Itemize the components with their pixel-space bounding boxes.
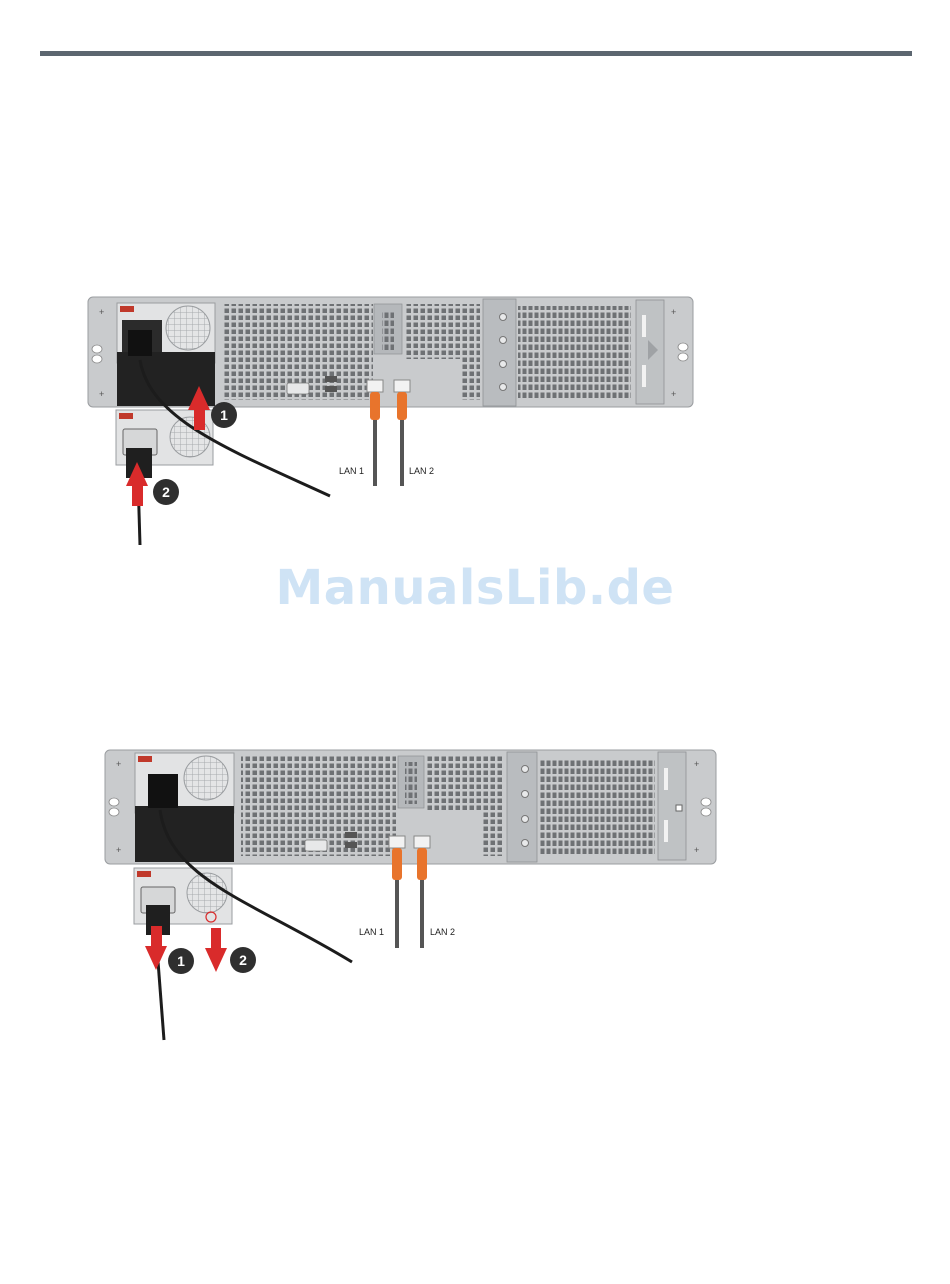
arrow-down-2	[205, 928, 227, 972]
svg-text:+: +	[694, 845, 699, 855]
svg-text:+: +	[116, 759, 121, 769]
power-supply-lower-b	[134, 868, 232, 935]
svg-text:+: +	[116, 845, 121, 855]
lan-label-b1: LAN 1	[359, 927, 384, 937]
power-supply-upper-b	[135, 753, 234, 862]
step-number-b2: 2	[239, 952, 247, 968]
lan-label-b2: LAN 2	[430, 927, 455, 937]
step-badge-b1: 1	[168, 948, 194, 974]
svg-text:+: +	[694, 759, 699, 769]
step-badge-b2: 2	[230, 947, 256, 973]
step-number-b1: 1	[177, 953, 185, 969]
